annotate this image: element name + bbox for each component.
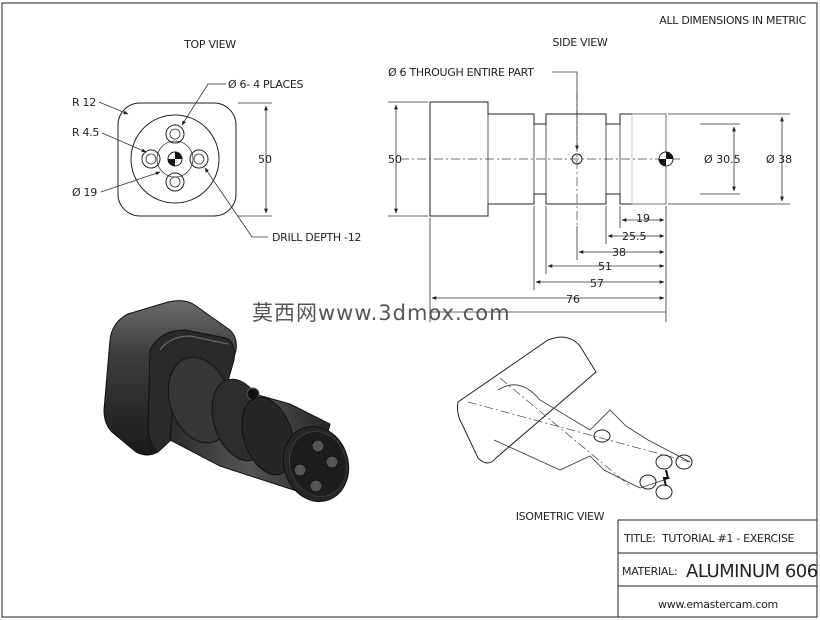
top-view: TOP VIEW 50 R 12 R 4.5 Ø 19 Ø 6- 4 PLACE… bbox=[72, 38, 361, 244]
through-callout: Ø 6 THROUGH ENTIRE PART bbox=[388, 66, 534, 79]
metric-note: ALL DIMENSIONS IN METRIC bbox=[659, 14, 806, 27]
r12-label: R 12 bbox=[72, 96, 96, 109]
dia305-dim: Ø 30.5 bbox=[704, 153, 741, 166]
material-label: MATERIAL: bbox=[622, 565, 677, 578]
hole-callout: Ø 6- 4 PLACES bbox=[228, 78, 303, 91]
dim-76: 76 bbox=[566, 293, 580, 306]
holes bbox=[141, 124, 209, 192]
drill-depth-label: DRILL DEPTH -12 bbox=[272, 231, 361, 244]
side-view: SIDE VIEW Ø 6 THROUGH ENTIRE PART 50 bbox=[388, 36, 792, 322]
part-render bbox=[103, 300, 350, 502]
origin-icon bbox=[167, 151, 183, 167]
dim-51: 51 bbox=[598, 260, 612, 273]
iso-view-title: ISOMETRIC VIEW bbox=[516, 510, 605, 523]
website-link[interactable]: www.emastercam.com bbox=[658, 598, 778, 611]
isometric-view: ISOMETRIC VIEW bbox=[457, 336, 693, 523]
top-view-title: TOP VIEW bbox=[183, 38, 236, 51]
dim-19: 19 bbox=[636, 212, 650, 225]
watermark: 莫西网www.3dmox.com bbox=[252, 301, 511, 325]
title-value: TUTORIAL #1 - EXERCISE bbox=[661, 532, 795, 545]
dim-57: 57 bbox=[590, 277, 604, 290]
top-view-outline bbox=[117, 102, 237, 217]
top-view-boss bbox=[130, 114, 220, 204]
title-label: TITLE: bbox=[623, 532, 656, 545]
dim-25-5: 25.5 bbox=[622, 230, 647, 243]
r45-label: R 4.5 bbox=[72, 126, 99, 139]
dim-38: 38 bbox=[612, 246, 626, 259]
dia38-dim: Ø 38 bbox=[766, 153, 792, 166]
title-block: TITLE: TUTORIAL #1 - EXERCISE MATERIAL: … bbox=[617, 519, 820, 618]
side-origin-icon bbox=[658, 151, 674, 167]
side-view-title: SIDE VIEW bbox=[552, 36, 607, 49]
side-height-dim: 50 bbox=[388, 153, 402, 166]
dia19-label: Ø 19 bbox=[72, 186, 97, 199]
material-value: ALUMINUM 6061 bbox=[686, 561, 820, 582]
top-height-dim: 50 bbox=[258, 153, 272, 166]
